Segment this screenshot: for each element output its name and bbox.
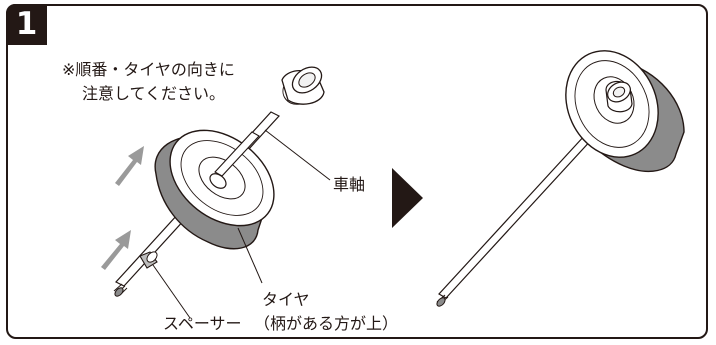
diagram-frame — [6, 4, 708, 339]
tire-label: タイヤ — [262, 290, 310, 309]
caution-note: ※順番・タイヤの向きに 注意してください。 — [62, 58, 235, 106]
axle-label: 車軸 — [333, 175, 366, 194]
leader-lines — [152, 129, 331, 319]
tire — [154, 129, 275, 250]
spacer-label: スペーサー — [163, 314, 242, 333]
spacer — [139, 251, 158, 269]
assembled-axle — [436, 133, 594, 307]
caution-note-line-1: ※順番・タイヤの向きに — [62, 60, 235, 79]
step-number-badge: 1 — [6, 4, 47, 45]
next-step-arrow-icon — [392, 168, 423, 228]
assembled-tire — [565, 50, 685, 173]
insert-arrow-icon — [101, 146, 144, 270]
axle-head — [281, 66, 325, 105]
tire-label-note: （柄がある方が上） — [254, 314, 399, 333]
caution-note-line-2: 注意してください。 — [82, 84, 226, 103]
